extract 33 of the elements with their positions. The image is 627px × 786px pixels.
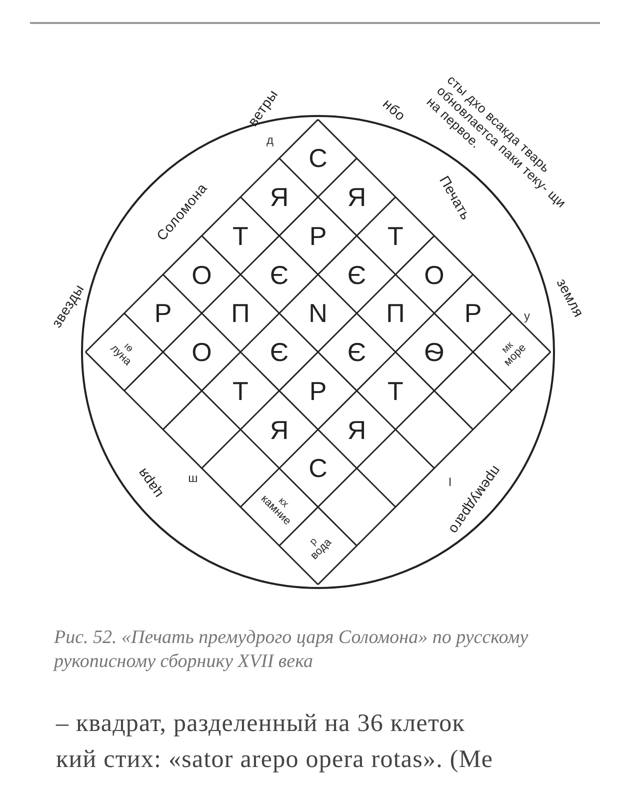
cell-letter: О	[192, 262, 212, 288]
cell-letter: Є	[347, 339, 366, 365]
cell-letter: С	[308, 145, 328, 172]
cell-letter: Я	[347, 184, 366, 210]
cell-letter: Т	[388, 222, 404, 249]
figure-caption: Рис. 52. «Печать премудрого царя Соломона» по русскому рукописному сборнику XVII века	[54, 626, 530, 674]
cell-letter: С	[308, 455, 328, 482]
cell-letter: Є	[270, 262, 289, 288]
numeral-mark: ш	[188, 470, 198, 487]
inscription-word: нбо	[378, 94, 410, 126]
cell-letter: Р	[154, 300, 172, 326]
cell-letter: Р	[309, 222, 327, 249]
cell-letter: Є	[347, 262, 366, 288]
cell-letter: Р	[464, 300, 482, 326]
cell-letter: Т	[232, 222, 248, 249]
cell-letter: Т	[232, 378, 248, 404]
cell-letter: Р	[309, 378, 327, 404]
body-text: – квадрат, разделенный на 36 клеток	[56, 709, 466, 739]
body-text: кий стих: «sator arepo opera rotas». (Ме	[56, 745, 494, 775]
numeral-mark: I	[448, 475, 452, 489]
cell-letter: П	[386, 300, 405, 326]
cell-letter: Я	[270, 416, 289, 442]
cell-letter: N	[308, 300, 328, 326]
numeral-mark: д	[266, 132, 274, 149]
cell-letter: О	[424, 262, 444, 288]
cell-letter: О	[192, 339, 212, 365]
cell-letter: Є	[270, 339, 289, 365]
numeral-mark: у	[524, 308, 530, 325]
cell-letter: П	[231, 300, 250, 326]
cell-letter: Я	[270, 184, 289, 210]
cell-letter: Ѳ	[424, 339, 444, 365]
cell-letter: Т	[388, 378, 404, 404]
cell-letter: Я	[347, 416, 366, 442]
